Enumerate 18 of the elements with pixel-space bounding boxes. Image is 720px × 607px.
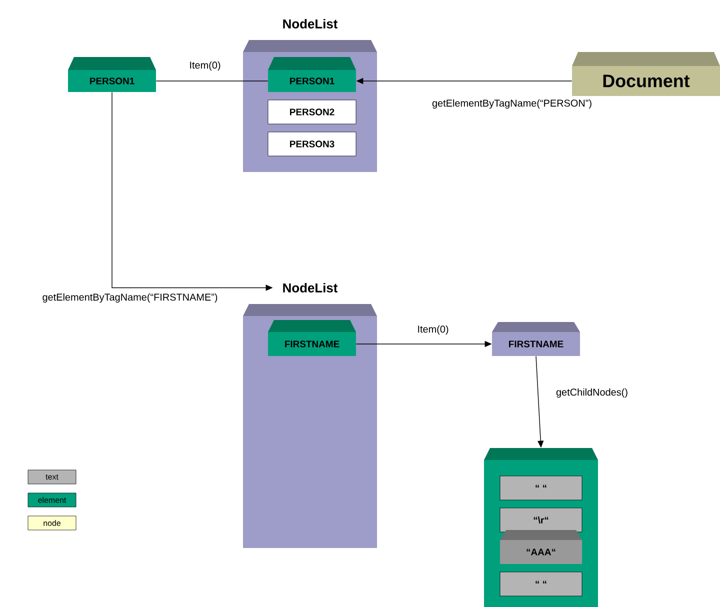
- text-box: “\r“: [500, 508, 582, 532]
- list-item-box: PERSON3: [268, 132, 356, 156]
- edge-label: Item(0): [190, 61, 220, 71]
- text-box: “ “: [500, 572, 582, 596]
- list-item-box: PERSON2: [268, 100, 356, 124]
- text-box: “ “: [500, 476, 582, 500]
- edge-label: Item(0): [418, 325, 448, 335]
- text-box: “AAA“: [500, 530, 582, 564]
- node-box: FIRSTNAME: [492, 322, 580, 356]
- edge-label: getElementByTagName(“FIRSTNAME”): [42, 293, 218, 303]
- node-label: NodeList: [283, 282, 338, 292]
- element-box: PERSON1: [268, 57, 356, 92]
- edge-label: getElementByTagName(“PERSON”): [432, 99, 592, 109]
- node-label: NodeList: [283, 18, 338, 28]
- edge-label: getChildNodes(): [556, 388, 628, 398]
- element-box: PERSON1: [68, 57, 156, 92]
- element-box: FIRSTNAME: [268, 320, 356, 356]
- document-box: Document: [572, 52, 720, 96]
